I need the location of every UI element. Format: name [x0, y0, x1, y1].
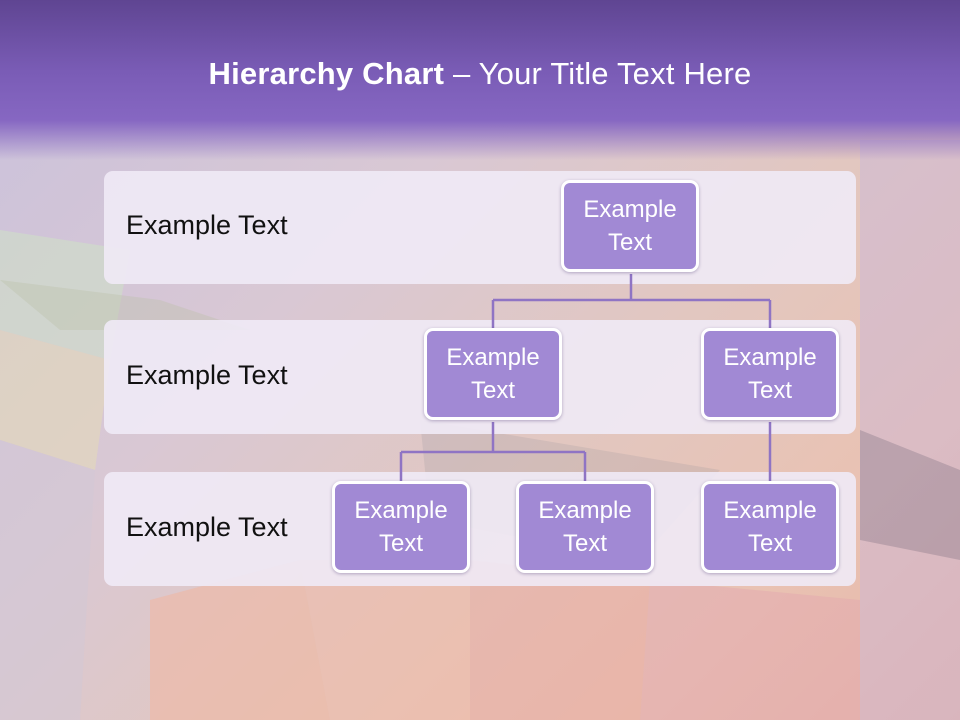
node-level3-left-b[interactable]: Example Text — [516, 481, 654, 573]
node-level2-left[interactable]: Example Text — [424, 328, 562, 420]
node-level3-right-text: Example Text — [723, 497, 817, 557]
level-label-1: Example Text — [126, 210, 288, 240]
node-level2-left-text: Example Text — [446, 344, 540, 404]
title-rest: – Your Title Text Here — [444, 56, 752, 91]
slide-title: Hierarchy Chart – Your Title Text Here — [0, 56, 960, 92]
node-level3-right[interactable]: Example Text — [701, 481, 839, 573]
node-root[interactable]: Example Text — [561, 180, 699, 272]
title-bold: Hierarchy Chart — [208, 56, 445, 91]
node-root-text: Example Text — [583, 196, 677, 256]
node-level3-left-b-text: Example Text — [538, 497, 632, 557]
node-level3-left-a[interactable]: Example Text — [332, 481, 470, 573]
node-level2-right-text: Example Text — [723, 344, 817, 404]
node-level2-right[interactable]: Example Text — [701, 328, 839, 420]
node-level3-left-a-text: Example Text — [354, 497, 448, 557]
level-band-1 — [104, 171, 856, 284]
title-bar — [0, 0, 960, 160]
level-label-3: Example Text — [126, 512, 288, 542]
level-label-2: Example Text — [126, 360, 288, 390]
